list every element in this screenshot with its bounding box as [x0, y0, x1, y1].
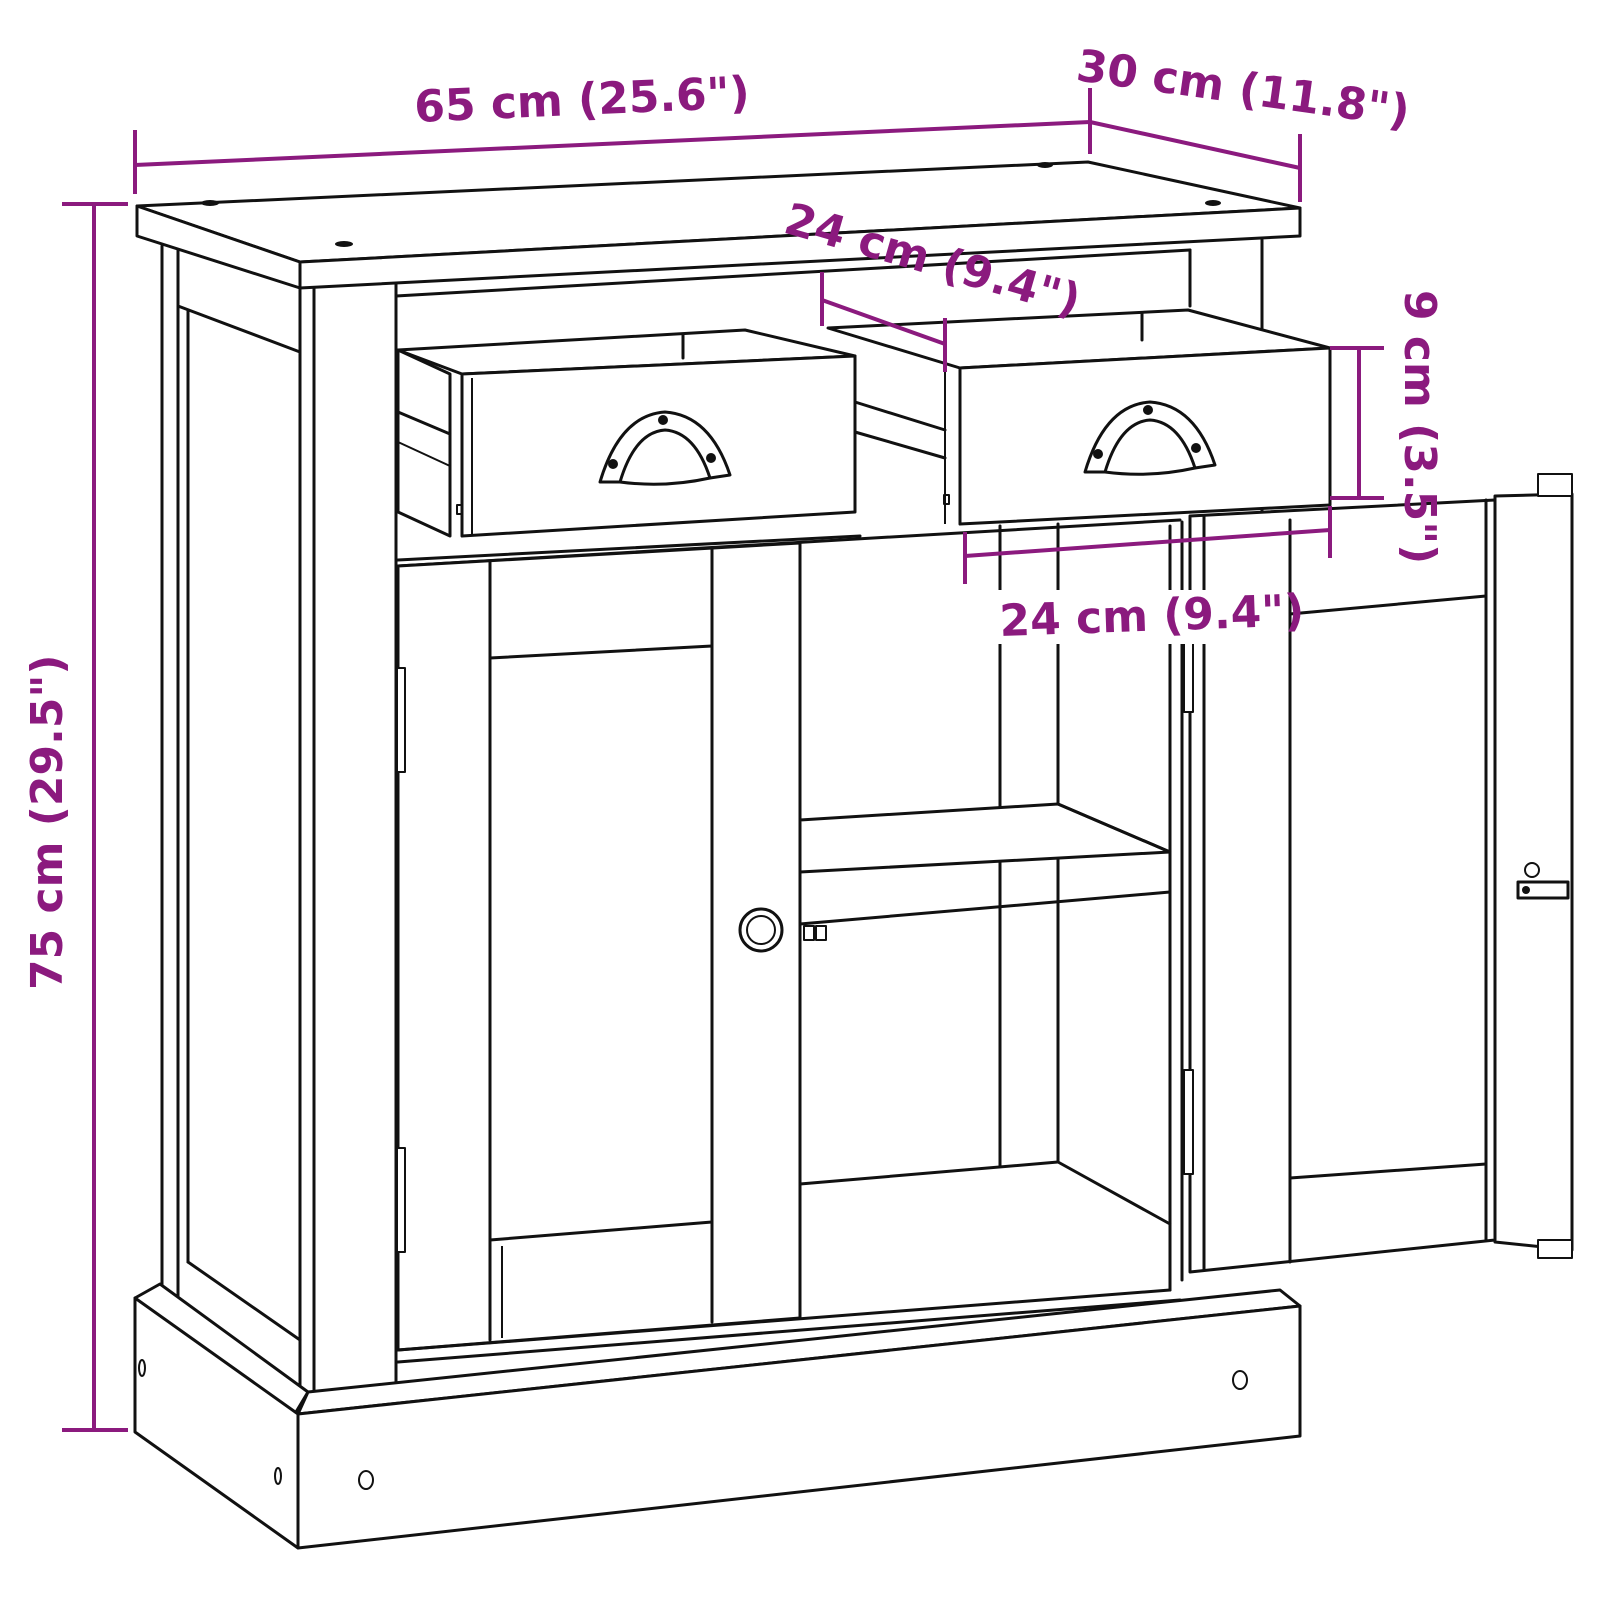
left-door [396, 541, 802, 1352]
height-label: 75 cm (29.5") [22, 655, 73, 991]
latch-icon [1516, 862, 1570, 900]
cup-handle-icon [598, 410, 732, 486]
right-drawer [826, 308, 1332, 526]
left-drawer [396, 328, 857, 538]
height-dimension: 75 cm (29.5") [22, 202, 128, 1432]
plinth-base [133, 1282, 1302, 1550]
drawer-width-label: 24 cm (9.4") [999, 585, 1305, 647]
left-side-panel [160, 244, 302, 1397]
depth-label: 30 cm (11.8") [1073, 40, 1412, 137]
right-door-open [1168, 473, 1574, 1292]
top-panel [135, 160, 1302, 290]
round-knob-icon [738, 907, 784, 953]
width-label: 65 cm (25.6") [413, 67, 750, 133]
front-left-stile [312, 282, 398, 1394]
cup-handle-icon [1083, 400, 1217, 476]
drawer-width-dimension: 24 cm (9.4") [963, 506, 1332, 647]
drawer-height-label: 9 cm (3.5") [1394, 290, 1445, 564]
cabinet-drawing [133, 160, 1574, 1550]
drawer-height-dimension: 9 cm (3.5") [1330, 290, 1445, 564]
hinge-icon [396, 667, 406, 1253]
